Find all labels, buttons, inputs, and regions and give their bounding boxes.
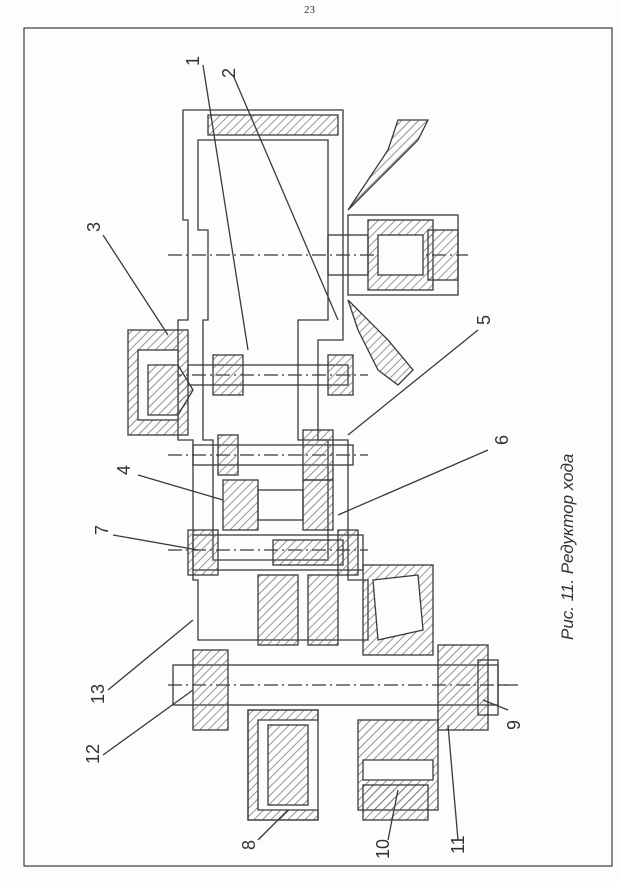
callout-4: 4 — [114, 465, 134, 475]
page-border — [23, 27, 613, 867]
gearbox-drawing: 1 2 3 4 5 6 7 8 9 10 11 12 13 Рис. 11. Р… — [23, 27, 613, 867]
callout-11: 11 — [448, 835, 468, 854]
drawing-frame: 1 2 3 4 5 6 7 8 9 10 11 12 13 Рис. 11. Р… — [18, 20, 618, 870]
callout-7: 7 — [92, 525, 112, 535]
callout-6: 6 — [492, 435, 512, 445]
callout-2: 2 — [219, 68, 239, 78]
callout-8: 8 — [239, 840, 259, 850]
callout-3: 3 — [84, 222, 104, 232]
callout-5: 5 — [474, 315, 494, 325]
callout-9: 9 — [504, 720, 524, 730]
callout-10: 10 — [373, 839, 393, 859]
callout-labels: 1 2 3 4 5 6 7 8 9 10 11 12 13 — [83, 56, 524, 859]
callout-13: 13 — [88, 684, 108, 704]
page-number: 23 — [304, 4, 315, 16]
callout-12: 12 — [83, 744, 103, 764]
housing-outline — [177, 109, 369, 641]
figure-caption: Рис. 11. Редуктор хода — [558, 454, 577, 640]
callout-1: 1 — [183, 56, 203, 66]
